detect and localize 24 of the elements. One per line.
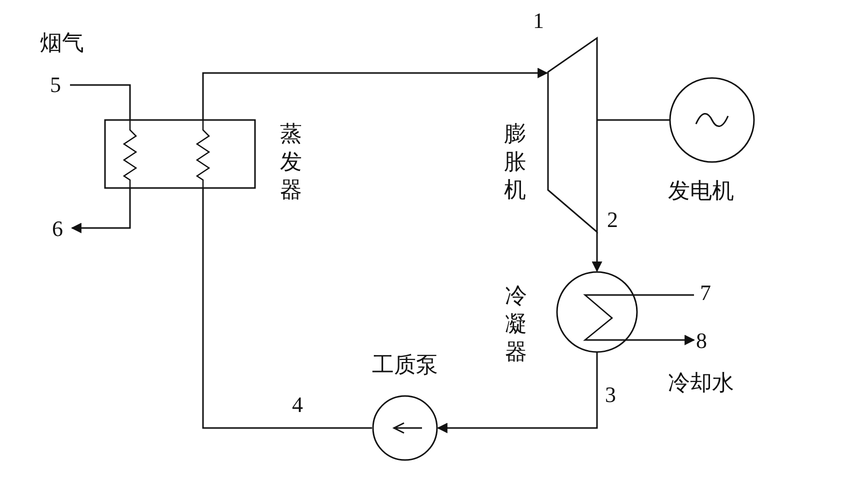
arrow xyxy=(592,232,602,272)
expander-label: 膨胀机 xyxy=(504,120,527,204)
flue-gas-label: 烟气 xyxy=(40,30,84,56)
state-point-number: 5 xyxy=(50,72,61,98)
state-point-number: 4 xyxy=(292,392,303,418)
arrow xyxy=(202,68,548,120)
pipe-line xyxy=(70,84,131,120)
pipe-line xyxy=(633,294,694,296)
pump-label: 工质泵 xyxy=(372,352,438,378)
arrow xyxy=(70,188,131,234)
state-point-number: 1 xyxy=(533,8,544,34)
condenser-label: 冷凝器 xyxy=(505,282,528,366)
generator-label: 发电机 xyxy=(668,178,734,204)
state-point-number: 8 xyxy=(696,328,707,354)
state-point-number: 7 xyxy=(700,280,711,306)
arrow xyxy=(626,334,696,346)
state-point-number: 6 xyxy=(52,216,63,242)
state-point-number: 3 xyxy=(605,382,616,408)
arrow xyxy=(436,352,598,434)
evaporator-label: 蒸发器 xyxy=(280,120,303,204)
state-point-number: 2 xyxy=(607,207,618,233)
cooling-water-label: 冷却水 xyxy=(668,370,734,396)
pipe-line xyxy=(597,119,670,121)
pipe-line xyxy=(202,188,372,429)
